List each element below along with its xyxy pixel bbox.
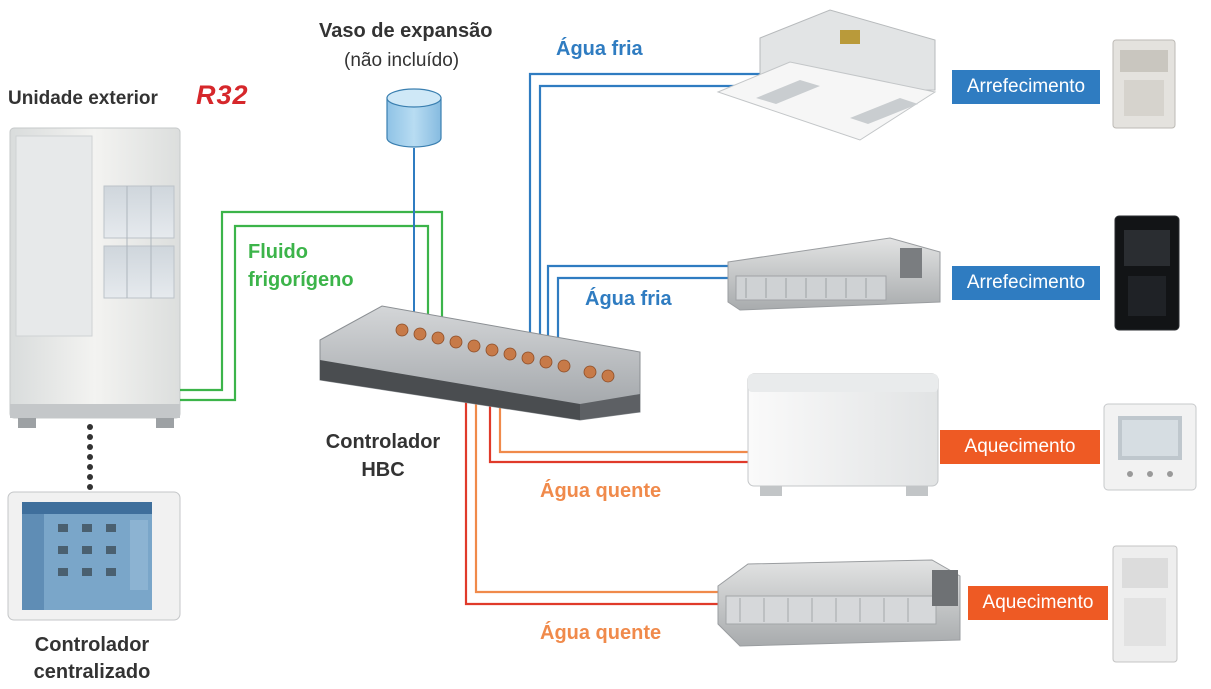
refrigerant-label-line1: Fluido: [248, 241, 308, 263]
central-controller-label: Controlador centralizado: [10, 632, 174, 686]
central-label-line1: Controlador: [34, 634, 150, 656]
expansion-vessel-title: Vaso de expansão: [319, 20, 493, 42]
control-dotted-link: [87, 424, 93, 490]
hbc-label-line1: Controlador: [325, 431, 441, 453]
central-controller-image: [7, 491, 181, 621]
cold-water-label-1: Água fria: [556, 38, 643, 60]
cassette-unit-image: [716, 9, 937, 141]
expansion-vessel-image: [386, 88, 442, 326]
hbc-controller-image: [319, 305, 641, 421]
mode-tag-heating-2: Aquecimento: [968, 586, 1108, 620]
refrigerant-pipes: [180, 210, 444, 402]
hot-water-label-2: Água quente: [540, 622, 662, 644]
ducted-unit-image: [727, 237, 941, 311]
r32-badge: R32: [196, 80, 249, 110]
outdoor-unit-label: Unidade exterior: [8, 88, 158, 109]
central-label-line2: centralizado: [33, 661, 151, 683]
remote-controller-1: [1112, 39, 1176, 129]
outdoor-unit-image: [9, 127, 181, 428]
hbc-controller-label: Controlador HBC: [320, 428, 446, 484]
console-unit-image: [747, 373, 939, 496]
cold-water-pipes: [528, 72, 760, 360]
expansion-vessel-note: (não incluído): [344, 50, 460, 71]
hbc-label-line2: HBC: [361, 459, 405, 481]
remote-controller-3: [1103, 403, 1197, 491]
mode-tag-cooling-2: Arrefecimento: [952, 266, 1100, 300]
refrigerant-label-line2: frigorígeno: [248, 269, 354, 291]
mode-tag-cooling-1: Arrefecimento: [952, 70, 1100, 104]
remote-controller-2: [1114, 215, 1180, 331]
refrigerant-label: Fluido frigorígeno: [248, 238, 354, 294]
cold-water-label-2: Água fria: [585, 288, 672, 310]
remote-controller-4: [1112, 545, 1178, 663]
hot-water-label-1: Água quente: [540, 480, 662, 502]
mode-tag-heating-1: Aquecimento: [940, 430, 1100, 464]
low-profile-duct-image: [717, 559, 961, 647]
